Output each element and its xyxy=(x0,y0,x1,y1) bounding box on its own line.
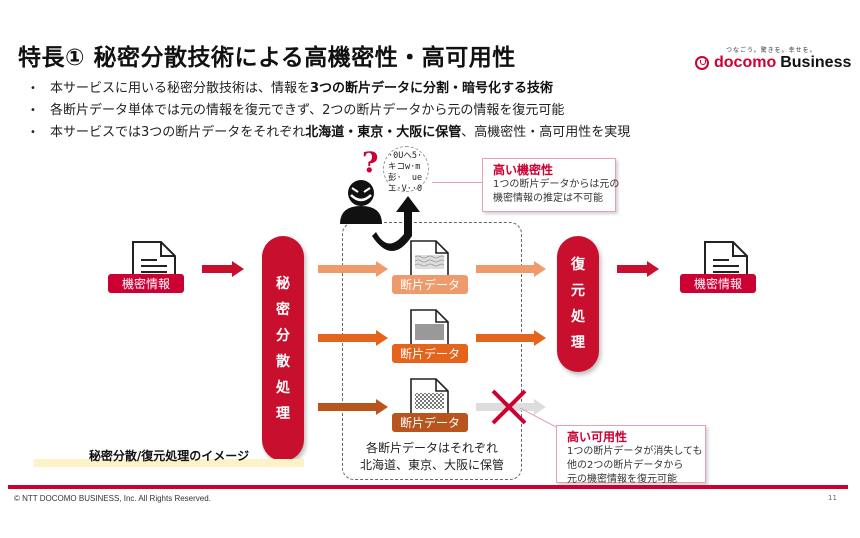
storage-box xyxy=(342,222,522,480)
cross-x-icon xyxy=(491,389,527,425)
arrow-right-icon xyxy=(202,261,244,277)
cipher-bubble: ·0Uへ5· キコw·m 彭· ue エ·V··0 xyxy=(383,146,429,194)
storage-note: 各断片データはそれぞれ 北海道、東京、大阪に保管 xyxy=(359,441,504,472)
arrow-to-fragment-2 xyxy=(318,330,388,346)
page-title: 特長① 秘密分散技術による高機密性・高可用性 xyxy=(18,45,516,71)
split-process-bar: 秘 密 分 散 処 理 xyxy=(262,236,304,461)
caption-highlight xyxy=(34,459,304,467)
restore-process-bar: 復 元 処 理 xyxy=(557,236,599,372)
arrow-to-fragment-1 xyxy=(318,261,388,277)
bullet-dot-icon: • xyxy=(30,105,36,116)
arrow-right-icon xyxy=(617,261,659,277)
docomo-business-logo: docomo Business xyxy=(695,54,851,72)
attacker-icon xyxy=(340,180,382,224)
bullet-dot-icon: • xyxy=(30,127,36,138)
callout-connector xyxy=(432,182,482,183)
footer-divider xyxy=(8,485,848,489)
callout-connector xyxy=(520,408,559,429)
bullet-item: • 各断片データ単体では元の情報を復元できず、2つの断片データから元の情報を復元… xyxy=(30,100,630,122)
output-label: 機密情報 xyxy=(680,274,756,293)
diagram-caption: 秘密分散/復元処理のイメージ xyxy=(34,447,304,467)
bullet-item: • 本サービスでは3つの断片データをそれぞれ北海道・東京・大阪に保管、高機密性・… xyxy=(30,122,630,144)
output-document: 機密情報 xyxy=(680,240,760,298)
logo-brand: docomo xyxy=(714,54,777,71)
input-label: 機密情報 xyxy=(108,274,184,293)
question-mark-icon: ? xyxy=(362,146,379,179)
fragment-label-1: 断片データ xyxy=(392,275,468,294)
docomo-logo-icon xyxy=(695,56,709,70)
copyright: © NTT DOCOMO BUSINESS, Inc. All Rights R… xyxy=(14,494,211,503)
fragment-label-2: 断片データ xyxy=(392,344,468,363)
input-document: 機密情報 xyxy=(108,240,188,298)
logo-business: Business xyxy=(780,54,852,71)
arrow-from-fragment-1 xyxy=(476,261,546,277)
confidentiality-callout: 高い機密性 1つの断片データからは元の 機密情報の推定は不可能 xyxy=(482,158,619,212)
availability-callout: 高い可用性 1つの断片データが消失しても 他の2つの断片データから 元の機密情報… xyxy=(556,425,706,485)
logo-tagline: つなごう。驚きを。幸せを。 xyxy=(726,47,817,54)
page-number: 11 xyxy=(828,494,837,502)
arrow-to-fragment-3 xyxy=(318,399,388,415)
fragment-label-3: 断片データ xyxy=(392,413,468,432)
arrow-from-fragment-2 xyxy=(476,330,546,346)
bullet-dot-icon: • xyxy=(30,83,36,94)
curved-arrow-icon xyxy=(372,196,420,251)
